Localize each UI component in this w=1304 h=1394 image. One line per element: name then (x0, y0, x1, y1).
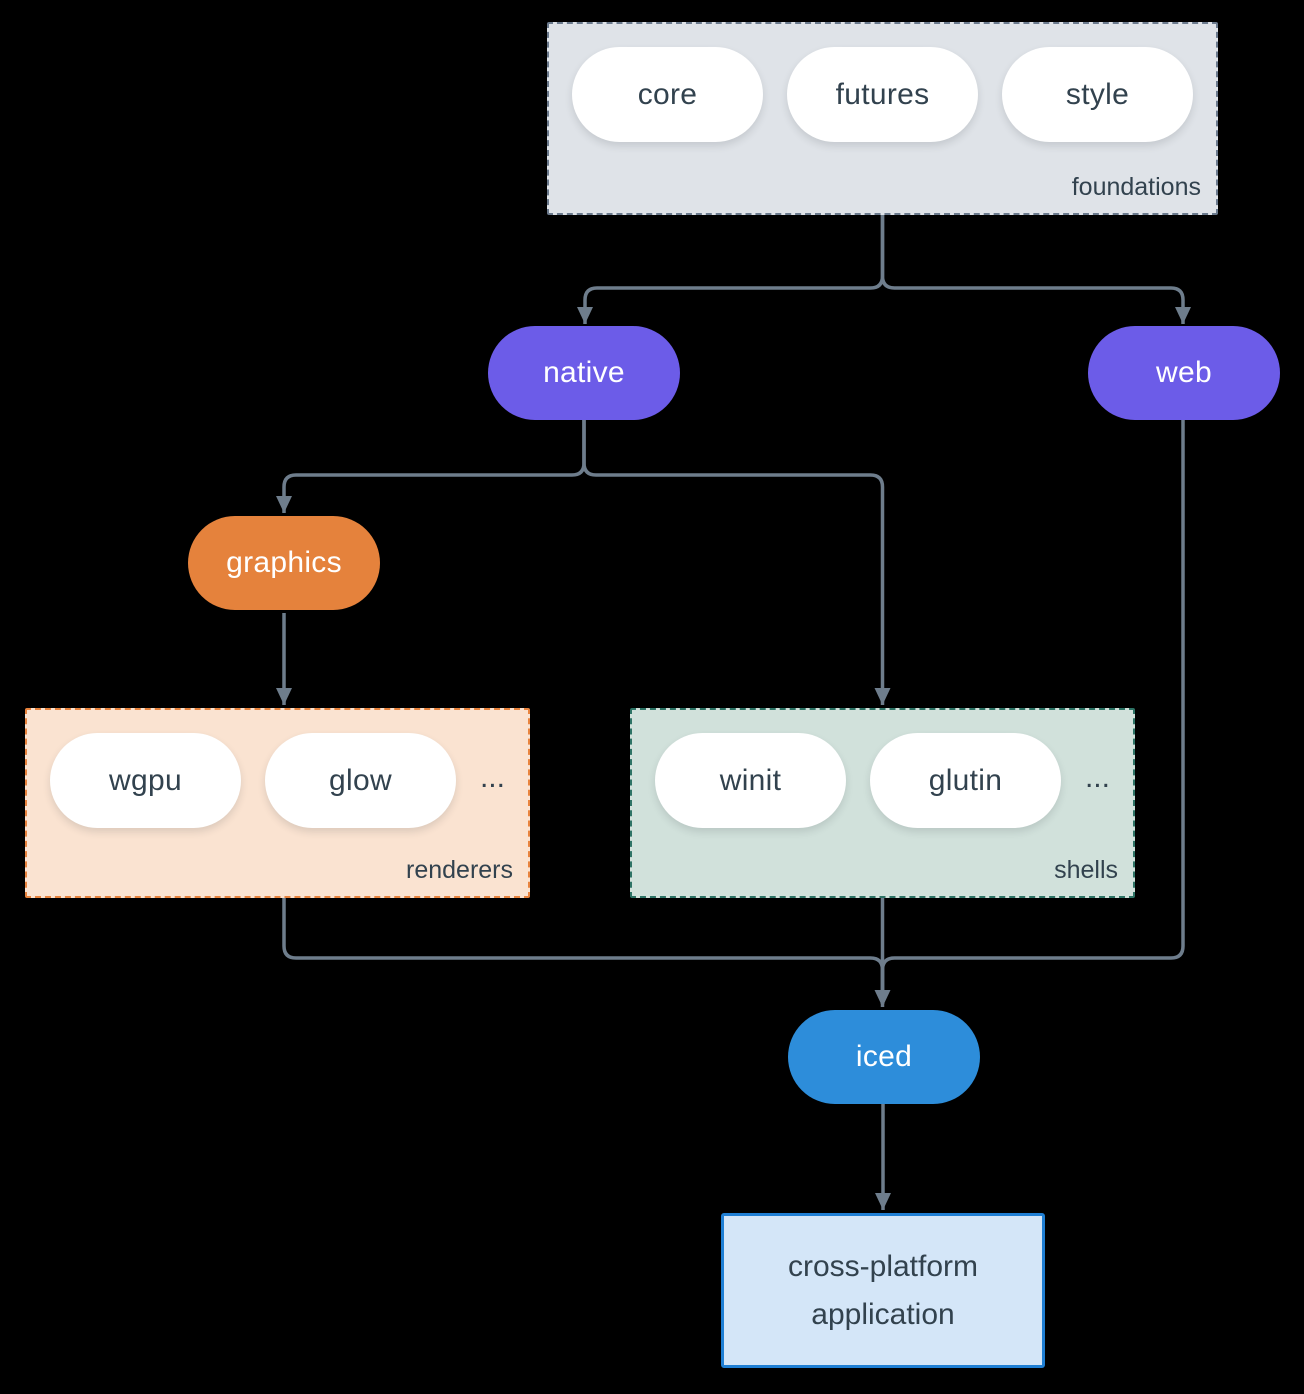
node-winit: winit (655, 733, 846, 828)
application-label-line1: cross-platform (787, 1249, 979, 1283)
edge-foundations-to-native (577, 215, 885, 324)
node-core: core (572, 47, 763, 142)
ellipsis-shells: ... (1084, 760, 1110, 794)
ellipsis-renderers: ... (479, 760, 505, 794)
node-wgpu: wgpu (50, 733, 241, 828)
group-shells: winit glutin ... shells (630, 708, 1135, 898)
edge-native-to-shells (582, 420, 891, 705)
node-application: cross-platform application (721, 1213, 1045, 1368)
group-label-foundations: foundations (1071, 173, 1201, 201)
edge-renderers-to-iced (282, 898, 885, 1004)
node-native: native (488, 326, 680, 420)
group-label-shells: shells (1054, 856, 1118, 884)
renderers-pill-row: wgpu glow ... (50, 733, 505, 828)
node-iced: iced (788, 1010, 980, 1104)
node-style: style (1002, 47, 1193, 142)
node-graphics: graphics (188, 516, 380, 610)
edge-native-to-graphics (276, 420, 586, 513)
foundations-pill-row: core futures style (572, 47, 1193, 142)
group-renderers: wgpu glow ... renderers (25, 708, 530, 898)
node-web: web (1088, 326, 1280, 420)
application-label-line2: application (811, 1297, 955, 1331)
shells-pill-row: winit glutin ... (655, 733, 1110, 828)
node-futures: futures (787, 47, 978, 142)
group-label-renderers: renderers (406, 856, 513, 884)
node-glow: glow (264, 733, 456, 828)
group-foundations: core futures style foundations (547, 22, 1218, 215)
edge-foundations-to-web (880, 215, 1191, 324)
node-glutin: glutin (869, 733, 1061, 828)
